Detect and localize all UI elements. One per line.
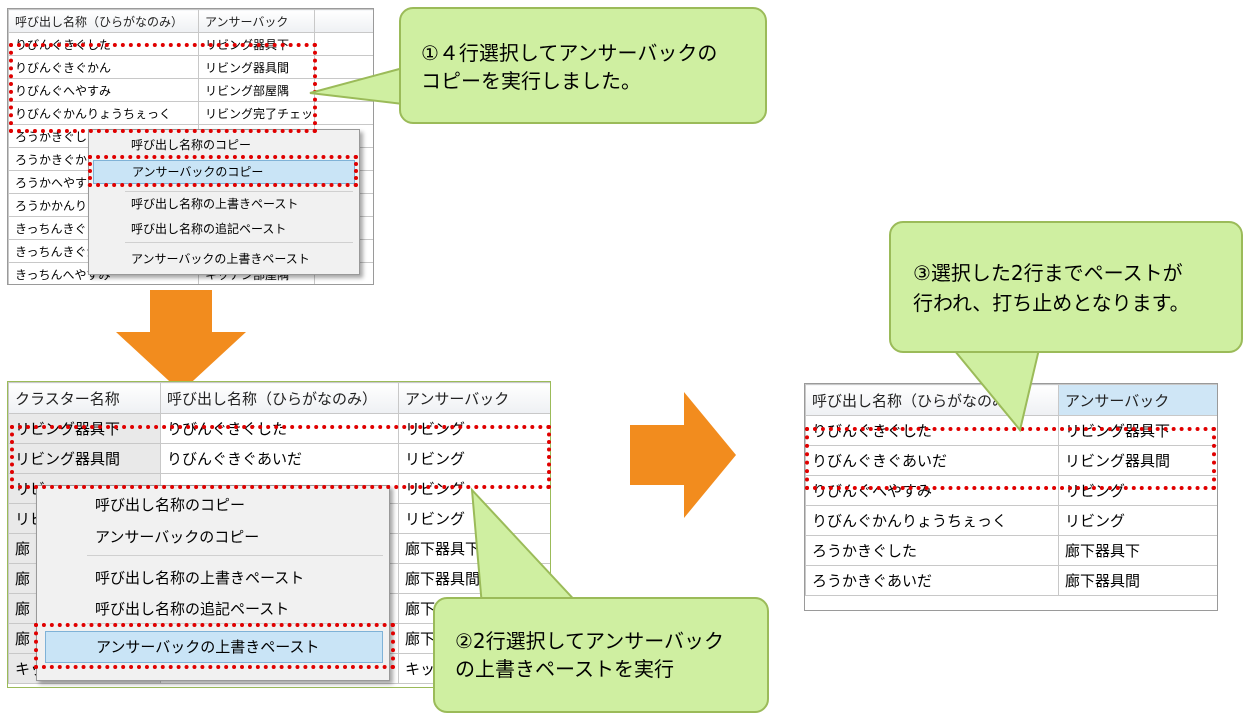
callout-step1: ①４行選択してアンサーバックの コピーを実行しました。 [399, 7, 767, 124]
table-header-row: 呼び出し名称（ひらがなのみ） アンサーバック [8, 9, 373, 33]
column-header-yobidashi[interactable]: 呼び出し名称（ひらがなのみ） [8, 9, 199, 33]
column-header-answerback[interactable]: アンサーバック [198, 9, 315, 33]
column-header-yobidashi[interactable]: 呼び出し名称（ひらがなのみ） [160, 382, 399, 414]
table-cell[interactable]: りびんぐきぐかん [8, 55, 199, 79]
callout-step3: ③選択した2行までペーストが 行われ、打ち止めとなります。 [889, 221, 1243, 353]
menu-item-overwrite-paste-answerback[interactable]: アンサーバックの上書きペースト [131, 252, 310, 266]
menu-separator [125, 191, 353, 192]
menu-item-overwrite-paste-yobidashi[interactable]: 呼び出し名称の上書きペースト [131, 197, 299, 211]
menu-item-overwrite-paste-answerback[interactable]: アンサーバックの上書きペースト [45, 631, 383, 663]
table-header-row: クラスター名称 呼び出し名称（ひらがなのみ） アンサーバック [8, 382, 550, 414]
callout-step3-line2: 行われ、打ち止めとなります。 [913, 291, 1190, 315]
table-cell[interactable]: 廊下器具下 [1058, 535, 1217, 566]
menu-item-overwrite-paste-yobidashi[interactable]: 呼び出し名称の上書きペースト [95, 569, 305, 587]
callout-step2-line2: の上書きペーストを実行 [455, 657, 674, 681]
callout-step2: ②2行選択してアンサーバック の上書きペーストを実行 [433, 597, 769, 713]
menu-item-copy-answerback[interactable]: アンサーバックのコピー [93, 160, 355, 184]
table-row[interactable]: りびんぐかんりょうちぇっくリビング [805, 505, 1217, 536]
table-cell[interactable]: リビング [1058, 505, 1217, 536]
callout-step3-line1: ③選択した2行までペーストが [913, 261, 1183, 285]
column-header-answerback[interactable]: アンサーバック [398, 382, 550, 414]
table-cell[interactable]: りびんぐかんりょうちぇっく [805, 505, 1059, 536]
table-cell[interactable]: りびんぐきぐあいだ [805, 445, 1059, 476]
table-row[interactable]: りびんぐきぐかんリビング器具間 [8, 55, 373, 79]
column-header-cluster[interactable]: クラスター名称 [8, 382, 161, 414]
table-row[interactable]: ろうかきぐした廊下器具下 [805, 535, 1217, 566]
table-cell[interactable]: 廊下器具間 [1058, 565, 1217, 596]
table-row[interactable]: ろうかきぐあいだ廊下器具間 [805, 565, 1217, 596]
menu-item-append-paste-yobidashi[interactable]: 呼び出し名称の追記ペースト [95, 600, 290, 618]
menu-item-copy-yobidashi[interactable]: 呼び出し名称のコピー [131, 138, 252, 152]
context-menu-step2: 呼び出し名称のコピー アンサーバックのコピー 呼び出し名称の上書きペースト 呼び… [36, 485, 390, 681]
menu-item-copy-answerback[interactable]: アンサーバックのコピー [95, 528, 260, 546]
table-row[interactable]: リビング器具間りびんぐきぐあいだリビング [8, 443, 550, 474]
column-header-answerback[interactable]: アンサーバック [1058, 384, 1217, 416]
table-cell[interactable]: リビング完了チェック [198, 101, 315, 125]
grid-step1: 呼び出し名称（ひらがなのみ） アンサーバック りびんぐきぐしたリビング器具下 り… [7, 8, 374, 285]
callout-step1-line1: ①４行選択してアンサーバックの [421, 41, 718, 65]
table-cell[interactable]: ろうかきぐした [805, 535, 1059, 566]
menu-separator [87, 555, 383, 556]
callout-step2-line1: ②2行選択してアンサーバック [455, 629, 725, 653]
context-menu-step1: 呼び出し名称のコピー アンサーバックのコピー 呼び出し名称の上書きペースト 呼び… [88, 129, 360, 275]
menu-separator [125, 242, 353, 243]
table-cell[interactable]: りびんぐへやすみ [8, 78, 199, 102]
table-cell[interactable]: リビング [398, 443, 550, 474]
grid-result: 呼び出し名称（ひらがなのみ） アンサーバック りびんぐきぐしたリビング器具下 り… [804, 383, 1218, 611]
menu-item-append-paste-yobidashi[interactable]: 呼び出し名称の追記ペースト [131, 222, 287, 236]
menu-item-copy-yobidashi[interactable]: 呼び出し名称のコピー [95, 496, 246, 514]
callout-step1-line2: コピーを実行しました。 [421, 69, 641, 93]
table-cell[interactable]: ろうかきぐあいだ [805, 565, 1059, 596]
table-cell[interactable]: リビング器具間 [8, 443, 161, 474]
